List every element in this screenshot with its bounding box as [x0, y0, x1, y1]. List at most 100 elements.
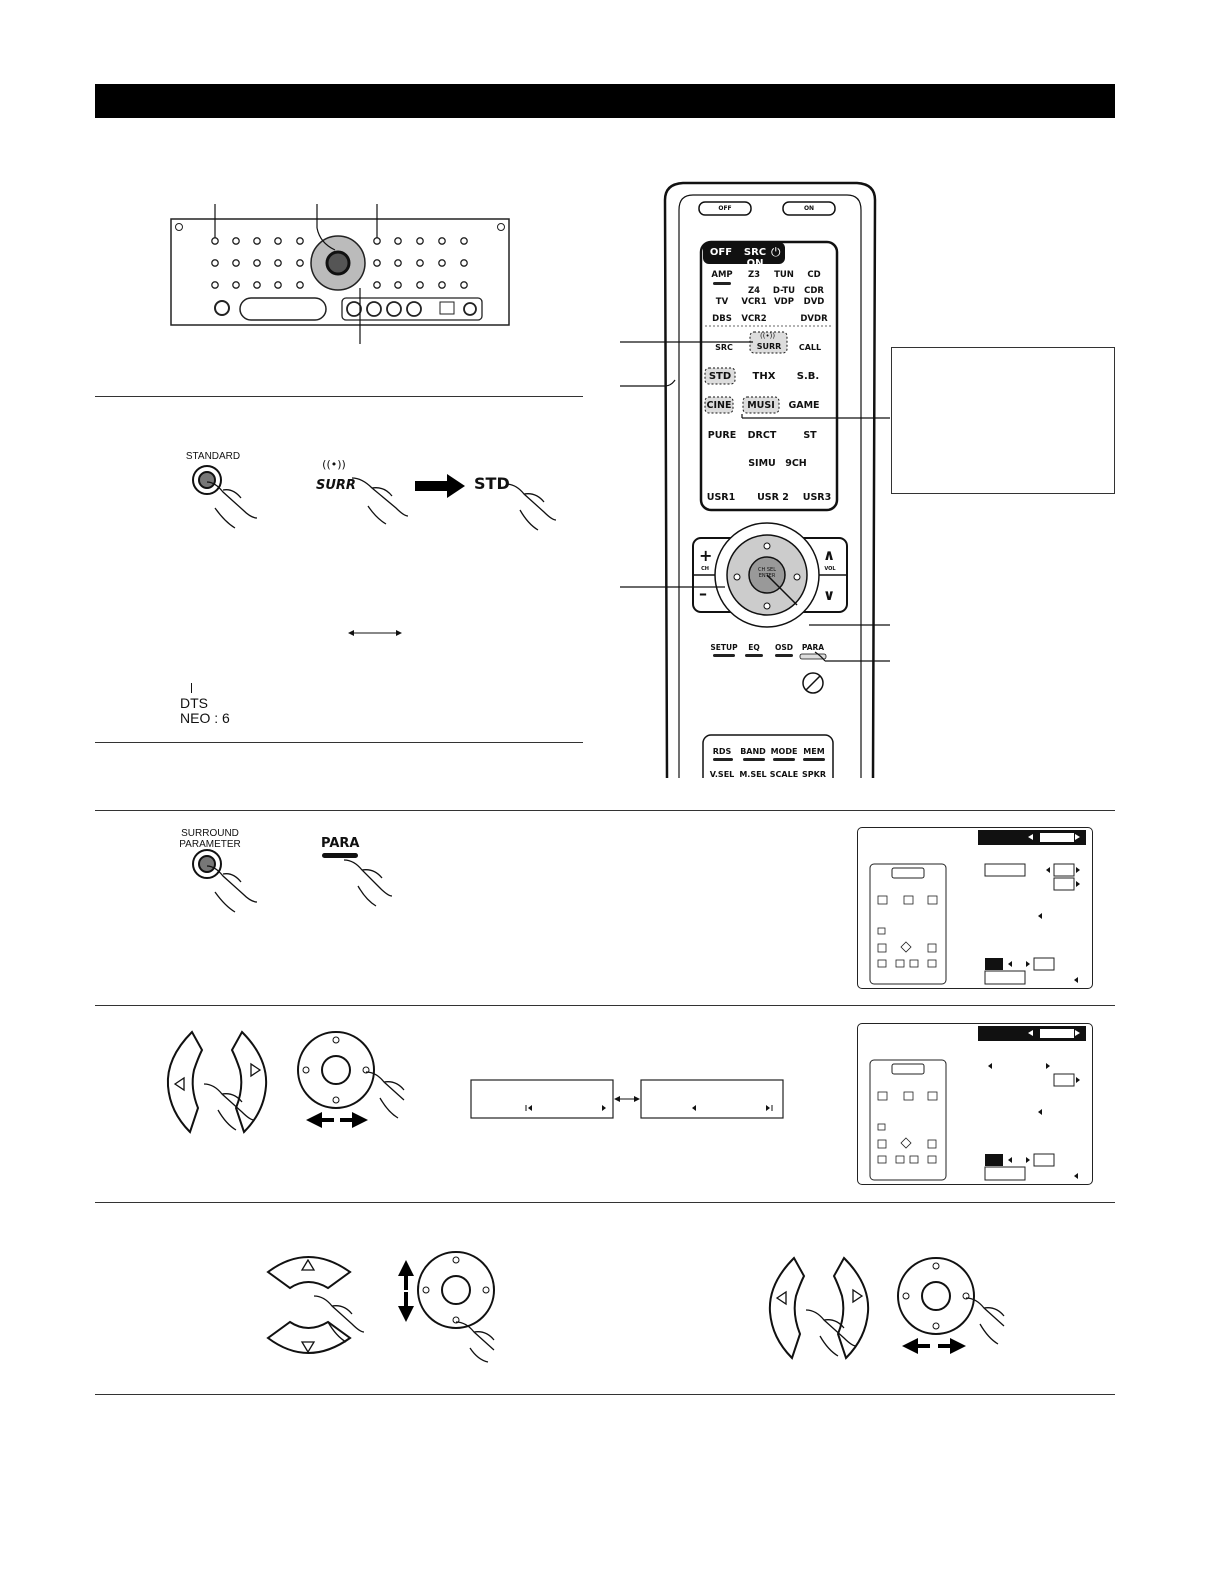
- func-setup[interactable]: SETUP: [710, 643, 738, 652]
- source-cdr-dvd[interactable]: CDR DVD: [803, 286, 825, 307]
- osd-screen-1-drawing: [869, 830, 1086, 985]
- mode-src[interactable]: SRC: [715, 343, 733, 352]
- mode-simu[interactable]: SIMU: [748, 458, 776, 469]
- mode-thx[interactable]: THX: [752, 371, 776, 382]
- left-right-buttons-press[interactable]: [160, 1028, 410, 1138]
- bottom-rds[interactable]: RDS: [712, 747, 732, 756]
- ch-minus-icon[interactable]: –: [699, 584, 707, 603]
- source-dtu-vdp[interactable]: D-TU VDP: [772, 286, 796, 307]
- func-osd[interactable]: OSD: [774, 643, 793, 652]
- divider: [95, 1202, 1115, 1203]
- up-down-buttons-press[interactable]: [262, 1248, 502, 1363]
- source-tun[interactable]: TUN: [774, 270, 794, 280]
- header-band: [95, 84, 1115, 118]
- remote-callouts: [620, 341, 890, 662]
- mode-drct[interactable]: DRCT: [747, 430, 777, 441]
- ch-label: CH: [701, 566, 709, 572]
- mode-std[interactable]: STD: [708, 371, 732, 382]
- mode-9ch[interactable]: 9CH: [785, 458, 807, 469]
- mode-pure[interactable]: PURE: [707, 430, 737, 441]
- remote-on-button[interactable]: ON: [803, 205, 815, 212]
- surr-wave-icon: ((•)): [760, 332, 776, 340]
- mode-sb[interactable]: S.B.: [796, 371, 820, 382]
- standard-button-press[interactable]: [185, 462, 265, 532]
- front-panel: [170, 218, 510, 326]
- left-right-buttons-press-2[interactable]: [762, 1254, 1012, 1364]
- divider: [95, 396, 583, 397]
- osd-screen-2-drawing: [869, 1026, 1086, 1181]
- divider: [95, 1394, 1115, 1395]
- source-dbs[interactable]: DBS: [712, 314, 732, 324]
- front-panel-callouts: [214, 204, 378, 344]
- mode-call[interactable]: CALL: [798, 343, 822, 352]
- osd-screen-1: [857, 827, 1093, 989]
- display-panels: [470, 1079, 784, 1119]
- source-z4-vcr1[interactable]: Z4 VCR1: [741, 286, 767, 307]
- remote-off-button[interactable]: OFF: [718, 205, 732, 212]
- vol-down-icon[interactable]: ∨: [823, 586, 836, 604]
- front-panel-drawing: [170, 218, 510, 326]
- func-para[interactable]: PARA: [801, 643, 825, 652]
- surr-icon-label: SURR: [316, 478, 356, 493]
- mode-game[interactable]: GAME: [788, 400, 820, 411]
- bottom-mode[interactable]: MODE: [770, 747, 798, 756]
- source-tv[interactable]: TV: [715, 297, 729, 307]
- source-z3[interactable]: Z3: [747, 270, 761, 280]
- mode-st[interactable]: ST: [803, 430, 817, 441]
- bottom-vsel[interactable]: V.SEL: [709, 770, 735, 778]
- source-dvdr[interactable]: DVDR: [800, 314, 828, 324]
- surr-icon-press[interactable]: ((•)): [312, 456, 412, 526]
- eq-underline: [745, 654, 763, 657]
- double-arrow-icon: [348, 630, 402, 636]
- bottom-scale[interactable]: SCALE: [769, 770, 799, 778]
- mode-usr1[interactable]: USR1: [706, 492, 736, 503]
- std-icon-press[interactable]: [490, 470, 560, 540]
- mode-text-neo6: NEO : 6: [180, 710, 230, 726]
- remote-body-drawing: [663, 181, 877, 778]
- enter-button[interactable]: CH SEL ENTER: [758, 567, 776, 579]
- vol-up-icon[interactable]: ∧: [823, 546, 836, 564]
- mode-tick: [191, 683, 192, 693]
- mode-usr3[interactable]: USR3: [802, 492, 832, 503]
- bottom-spkr[interactable]: SPKR: [802, 770, 826, 778]
- func-eq[interactable]: EQ: [748, 643, 760, 652]
- osd-screen-2: [857, 1023, 1093, 1185]
- tab-off[interactable]: OFF: [709, 247, 733, 258]
- band-underline: [743, 758, 765, 761]
- std-icon-label: STD: [474, 474, 510, 493]
- source-cd[interactable]: CD: [807, 270, 821, 280]
- osd-underline: [775, 654, 793, 657]
- ch-plus-icon[interactable]: +: [699, 546, 713, 565]
- setup-underline: [713, 654, 735, 657]
- surround-parameter-button-press[interactable]: [185, 846, 265, 916]
- power-icon[interactable]: ⏻: [771, 245, 781, 259]
- right-arrow-icon: [415, 474, 465, 498]
- mode-musi[interactable]: MUSI: [747, 400, 775, 411]
- mode-cine[interactable]: CINE: [706, 400, 732, 411]
- mode-usr2[interactable]: USR 2: [757, 492, 789, 503]
- mem-underline: [803, 758, 825, 761]
- note-box: [891, 347, 1115, 494]
- bottom-msel[interactable]: M.SEL: [739, 770, 767, 778]
- bottom-band[interactable]: BAND: [740, 747, 766, 756]
- divider: [95, 742, 583, 743]
- bottom-mem[interactable]: MEM: [803, 747, 825, 756]
- tab-src-on[interactable]: SRC ON: [743, 247, 767, 269]
- source-vcr2[interactable]: VCR2: [741, 314, 767, 324]
- surround-parameter-label: SURROUND PARAMETER: [179, 828, 241, 850]
- amp-underline: [713, 282, 731, 285]
- divider: [95, 810, 1115, 811]
- mode-text-dts: DTS: [180, 695, 208, 711]
- mode-surr[interactable]: SURR: [756, 342, 782, 351]
- mode-underline: [773, 758, 795, 761]
- divider: [95, 1005, 1115, 1006]
- remote-control: OFF ON OFF SRC ON ⏻ AMP Z3 TUN CD TV Z4 …: [663, 180, 877, 778]
- vol-label: VOL: [824, 566, 836, 572]
- standard-label: STANDARD: [185, 451, 241, 462]
- para-icon-label: PARA: [321, 836, 360, 851]
- rds-underline: [713, 758, 733, 761]
- svg-text:((•)): ((•)): [322, 458, 346, 471]
- source-amp[interactable]: AMP: [711, 270, 733, 280]
- para-icon-bar: [322, 853, 358, 858]
- para-icon-press[interactable]: [330, 852, 400, 912]
